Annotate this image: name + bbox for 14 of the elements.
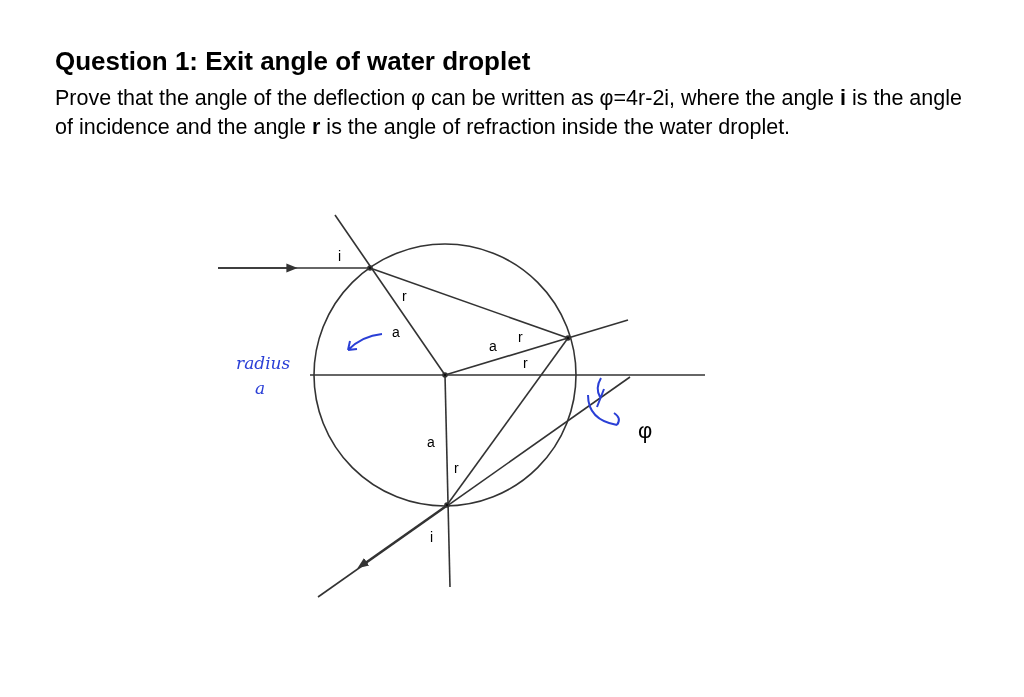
question-text: Prove that the angle of the deflection φ can be written as φ=4r-2i, where the angle i is the angle of incidence and the angle r is the angle of refraction inside the water droplet. [55,85,963,141]
question-title: Question 1: Exit angle of water droplet [55,46,531,77]
angle-label: r [518,329,523,345]
angle-label: a [489,338,497,354]
angle-label: i [430,529,434,545]
angle-label: r [523,355,528,371]
handwritten-label: radius [236,353,291,373]
angle-label: a [392,324,400,340]
angle-label: i [338,248,342,264]
handwritten-label: a [255,378,266,398]
angle-label: r [402,288,407,304]
angle-label: a [427,434,435,450]
angle-label: r [454,460,459,476]
deflection-angle-label: φ [638,418,653,444]
